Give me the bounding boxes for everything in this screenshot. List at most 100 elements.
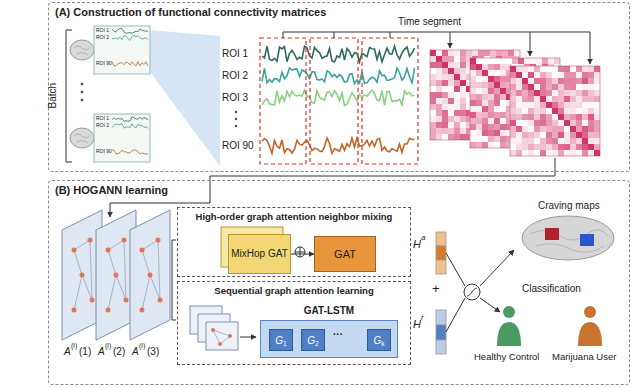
panel-box: (A) Construction of functional connectiv… [48,2,630,172]
matrix-cell [460,98,466,104]
matrix-cell [582,132,588,138]
matrix-cell [570,102,576,108]
matrix-cell [500,136,506,142]
matrix-cell [564,102,570,108]
matrix-cell [510,84,516,90]
node-text: (A) Construction of functional connectiv… [49,3,629,18]
matrix-cell [442,50,448,56]
matrix-cell [500,130,506,136]
matrix-cell [476,100,482,106]
matrix-cell [516,90,522,96]
matrix-cell [546,84,552,90]
matrix-cell [482,82,488,88]
matrix-cell [528,138,534,144]
matrix-cell [558,90,564,96]
matrix-cell [552,108,558,114]
matrix-cell [454,104,460,110]
matrix-cell [488,82,494,88]
feature-superscript: a [421,233,425,242]
matrix-cell [454,110,460,116]
matrix-cell [476,58,482,64]
matrix-cell [466,50,472,56]
matrix-cell [554,58,560,64]
matrix-cell [436,104,442,110]
segment-bracket [283,32,590,64]
matrix-cell [470,106,476,112]
matrix-cell [500,100,506,106]
matrix-cell [460,128,466,134]
matrix-cell [534,102,540,108]
matrix-cell [510,78,516,84]
matrix-cell [500,124,506,130]
matrix-cell [454,128,460,134]
matrix-cell [542,58,548,64]
matrix-cell [570,150,576,156]
node-subtext: 2 [315,340,319,347]
matrix-cell [540,78,546,84]
matrix-cell [594,78,600,84]
person-icon [497,306,602,346]
matrix-cell [500,112,506,118]
matrix-cell [540,138,546,144]
matrix-cell [488,118,494,124]
matrix-cell [528,126,534,132]
matrix-cell [588,96,594,102]
matrix-cell [460,50,466,56]
matrix-cell [442,116,448,122]
matrix-cell [546,144,552,150]
matrix-cell [528,90,534,96]
matrix-cell [430,62,436,68]
matrix-cell [460,56,466,62]
matrix-cell [510,66,516,72]
signal-trace [262,138,415,154]
matrix-cell [436,74,442,80]
matrix-superscript: (i) [139,342,145,350]
matrix-cell [528,72,534,78]
mixhop-gat-box: MixHop GAT [228,234,291,274]
sequence-graphs [190,306,256,350]
matrix-cell [516,120,522,126]
matrix-cell [430,104,436,110]
matrix-cell [516,144,522,150]
signal-trace [112,29,148,34]
matrix-cell [552,144,558,150]
matrix-cell [522,108,528,114]
matrix-cell [546,78,552,84]
matrix-cell [470,94,476,100]
matrix-cell [476,88,482,94]
matrix-cell [534,72,540,78]
matrix-cell [558,144,564,150]
matrix-cell [436,122,442,128]
matrix-cell [558,132,564,138]
roi-label: ROI 90 [96,149,112,155]
matrix-cell [470,112,476,118]
matrix-cell [482,58,488,64]
node-text: GAT [334,248,356,261]
matrix-cell [564,78,570,84]
matrix-cell [540,96,546,102]
node-text: (B) HOGANN learning [49,181,629,196]
matrix-cell [482,88,488,94]
matrix-cell [442,134,448,140]
matrix-cell [546,108,552,114]
matrix-cell [494,136,500,142]
matrix-cell [522,132,528,138]
graph-cell: G2 [301,329,325,351]
matrix-cell [546,132,552,138]
matrix-cell [494,130,500,136]
matrix-cell [564,66,570,72]
matrix-cell [582,66,588,72]
matrix-cell [448,134,454,140]
matrix-cell [470,70,476,76]
matrix-cell [534,144,540,150]
matrix-cell [460,134,466,140]
matrix-cell [448,128,454,134]
graph-stack [62,210,170,340]
matrix-cell [510,120,516,126]
matrix-cell [476,112,482,118]
output-label: Craving maps [538,200,600,212]
matrix-cell [588,150,594,156]
node-text: GAT-LSTM [261,305,397,316]
matrix-cell [494,106,500,112]
matrix-cell [488,136,494,142]
